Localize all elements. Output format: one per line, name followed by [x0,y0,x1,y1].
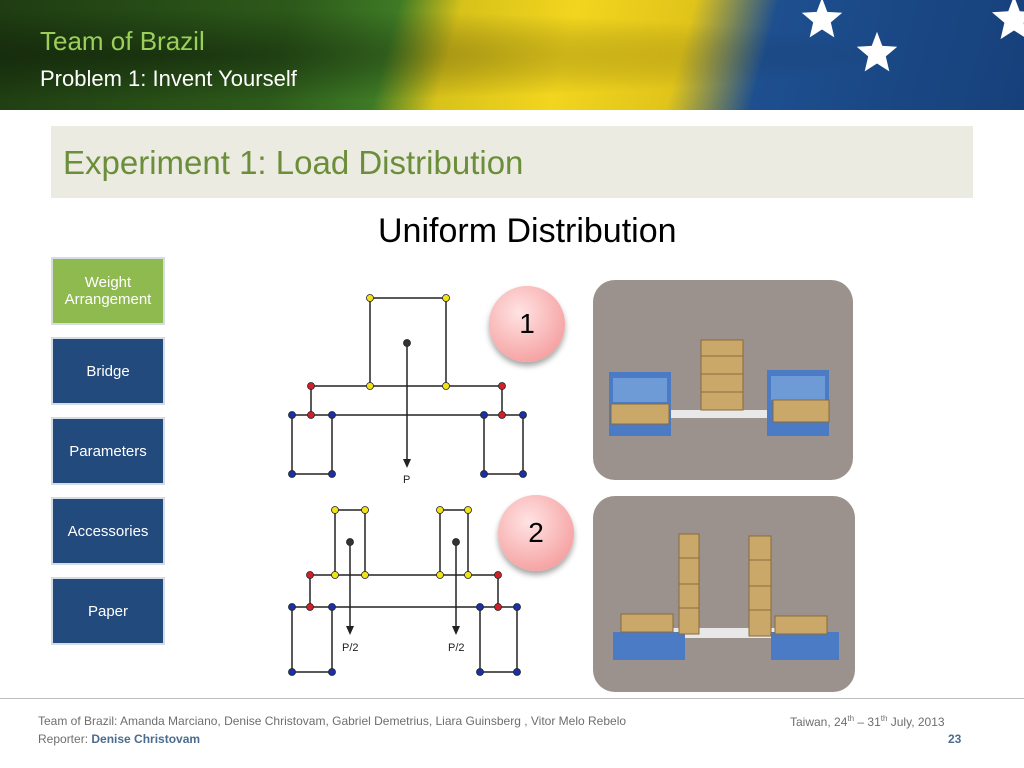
uniform-load-diagram-bottom: P/2 P/2 [288,506,521,676]
footer-date: Taiwan, 24th – 31th July, 2013 [790,714,945,729]
footer-authors: Team of Brazil: Amanda Marciano, Denise … [38,714,627,728]
date-sup-end: th [880,714,888,723]
slide-title: Experiment 1: Load Distribution [63,144,524,181]
star-icon [856,31,898,72]
nav-weight-arrangement-button[interactable]: Weight Arrangement [51,257,165,325]
star-icon [801,0,843,38]
problem-title: Problem 1: Invent Yourself [40,66,297,91]
page-number: 23 [948,732,962,746]
star-icon [991,0,1024,40]
photo-split-stacks-drawing [613,533,839,660]
banner-shade [0,0,1024,110]
uniform-load-diagram-top: P [288,294,527,486]
header-banner: Team of Brazil Problem 1: Invent Yoursel… [0,0,1024,110]
nav-accessories-button[interactable]: Accessories [51,497,165,565]
footer-reporter: Reporter: Denise Christovam [38,732,200,746]
footer-divider [0,698,1024,699]
slide-subtitle: Uniform Distribution [378,212,677,250]
photo-centered-stack-drawing [609,339,830,436]
marker-1: 1 [489,286,565,362]
load-label-p-half-right: P/2 [448,642,465,654]
date-location: Taiwan, 24 [790,715,848,729]
marker-2: 2 [498,495,574,571]
slide-title-bar: Experiment 1: Load Distribution [51,126,973,198]
nav-bridge-button[interactable]: Bridge [51,337,165,405]
nav-paper-button[interactable]: Paper [51,577,165,645]
date-mid: – 31 [854,715,881,729]
date-sup-start: th [847,714,855,723]
reporter-label: Reporter: [38,732,89,746]
load-label-p-half-left: P/2 [342,642,359,654]
nav-parameters-button[interactable]: Parameters [51,417,165,485]
photo-centered-stack [593,280,853,480]
reporter-name: Denise Christovam [91,732,201,746]
photo-split-stacks [593,496,855,692]
date-suffix: July, 2013 [887,715,945,729]
team-title: Team of Brazil [40,26,205,56]
load-label-p: P [403,474,410,486]
